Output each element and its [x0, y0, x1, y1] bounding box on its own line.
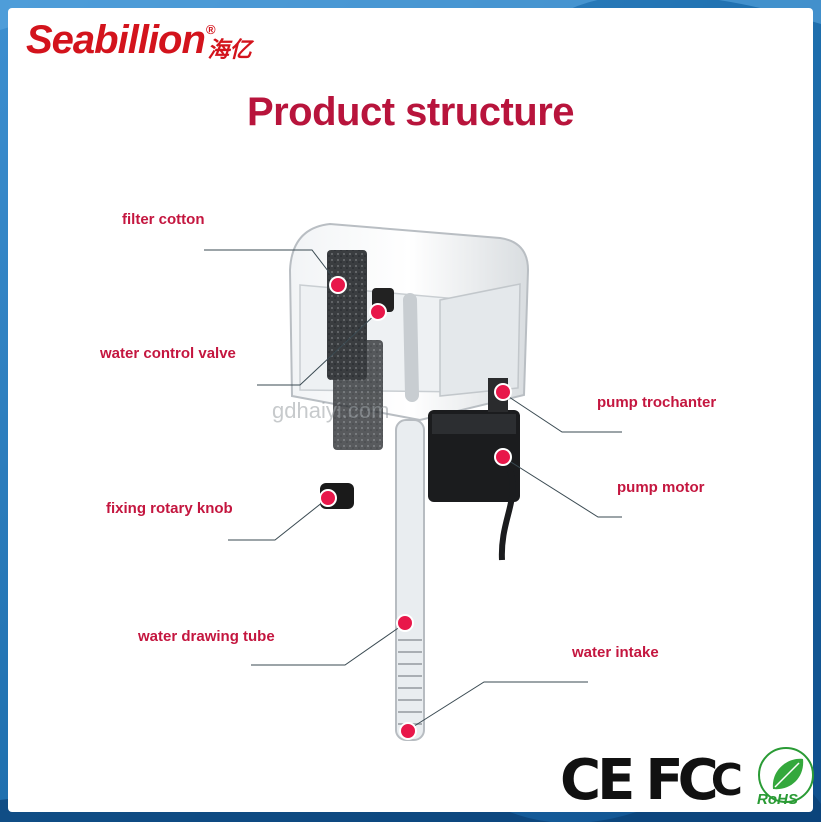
label-pump-motor: pump motor — [617, 479, 705, 496]
rohs-leaf-icon — [758, 747, 815, 803]
label-pump-trochanter: pump trochanter — [597, 394, 717, 411]
callout-lines — [204, 249, 622, 731]
rohs-text: RoHS — [757, 791, 798, 808]
callout-markers — [319, 276, 512, 740]
marker-water-intake — [399, 722, 417, 740]
ce-mark: CE — [560, 747, 635, 813]
page-title: Product structure — [246, 90, 575, 134]
brand-name: Seabillion — [26, 18, 206, 62]
fcc-mark-text: FC — [645, 747, 718, 813]
marker-water-drawing-tube — [396, 614, 414, 632]
marker-water-control-valve — [369, 303, 387, 321]
watermark: gdhaiyi.com — [272, 398, 390, 423]
certification-marks: CE FCC RoHS — [560, 745, 821, 815]
pump-motor-body — [428, 378, 520, 561]
marker-pump-trochanter — [494, 383, 512, 401]
label-water-control-valve: water control valve — [100, 345, 236, 362]
water-drawing-tube — [395, 419, 425, 741]
marker-filter-cotton — [329, 276, 347, 294]
label-fixing-rotary-knob: fixing rotary knob — [106, 500, 233, 517]
label-water-intake: water intake — [572, 644, 659, 661]
brand-logo: Seabillion ® 海亿 — [26, 18, 252, 64]
rohs-badge: RoHS — [751, 745, 821, 815]
marker-pump-motor — [494, 448, 512, 466]
marker-fixing-rotary-knob — [319, 489, 337, 507]
label-filter-cotton: filter cotton — [122, 211, 205, 228]
label-water-drawing-tube: water drawing tube — [138, 628, 275, 645]
filter-housing — [288, 222, 530, 450]
registered-mark: ® — [205, 22, 216, 37]
fcc-mark: FCC — [645, 747, 743, 813]
brand-chinese-name: 海亿 — [207, 37, 252, 62]
